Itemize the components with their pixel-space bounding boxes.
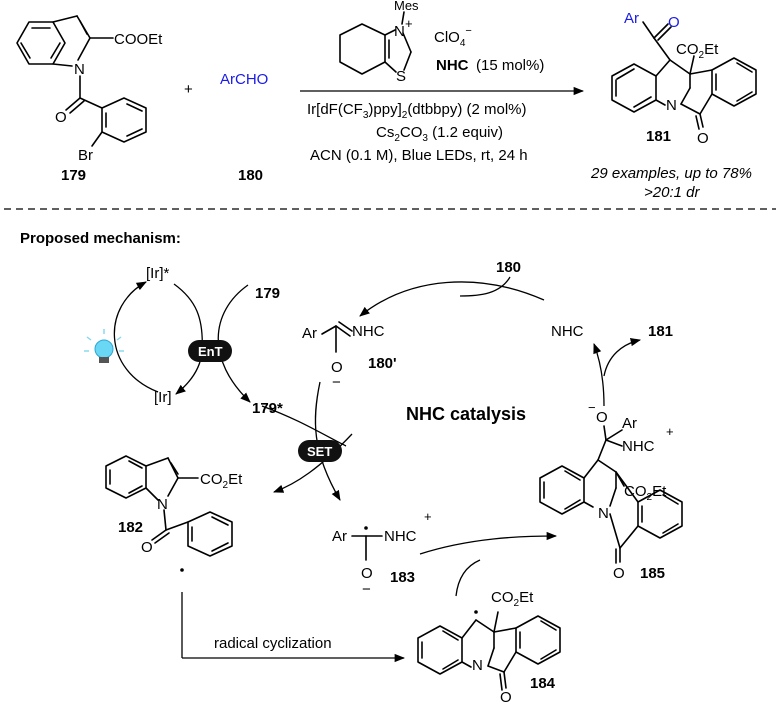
breslow-oxygen: O bbox=[331, 359, 343, 376]
cyclized-radical-184-oxygen: O bbox=[500, 689, 512, 704]
result-diastereoselectivity: >20:1 dr bbox=[644, 184, 700, 201]
adduct-185-label: 185 bbox=[640, 565, 665, 582]
condition-photocatalyst: Ir[dF(CF3)ppy]2(dtbbpy) (2 mol%) bbox=[307, 101, 527, 121]
nhc-catalysis-label: NHC catalysis bbox=[406, 404, 526, 424]
radical-183-nhc: NHC bbox=[384, 528, 417, 545]
result-examples-yield: 29 examples, up to 78% bbox=[590, 165, 752, 182]
breslow-nhc: NHC bbox=[352, 323, 385, 340]
aldehyde-entry-curve bbox=[459, 276, 511, 297]
radical-coupling-arc bbox=[419, 531, 558, 555]
adduct-185-oxygen-lactam: O bbox=[613, 565, 625, 582]
nhc-bold-label: NHC bbox=[436, 57, 469, 74]
adduct-185-nitrogen: N bbox=[598, 505, 609, 522]
free-nhc-label: NHC bbox=[551, 323, 584, 340]
breslow-minus: − bbox=[332, 374, 341, 391]
breslow-label: 180' bbox=[368, 355, 397, 372]
radical-183-label: 183 bbox=[390, 569, 415, 586]
cyclized-radical-184-nitrogen: N bbox=[472, 657, 483, 674]
nhc-plus-charge: + bbox=[405, 16, 413, 31]
ent-pill bbox=[188, 340, 232, 362]
mechanism-heading: Proposed mechanism: bbox=[20, 230, 181, 247]
aryl-radical-182-nitrogen: N bbox=[157, 496, 168, 513]
ir-ground-label: [Ir] bbox=[154, 389, 172, 406]
breslow-formation-arc bbox=[359, 281, 545, 317]
ir-excited-label: [Ir]* bbox=[146, 265, 169, 282]
cyclized-radical-184-ester: CO2Et bbox=[491, 589, 534, 609]
adduct-185-aryl: Ar bbox=[622, 415, 637, 432]
compound-179-structure bbox=[16, 15, 147, 147]
nhc-nitrogen: N bbox=[394, 23, 405, 40]
adduct-185-plus: + bbox=[666, 424, 674, 439]
radical-183-structure bbox=[351, 526, 383, 561]
compound-179-ester: COOEt bbox=[114, 31, 163, 48]
aryl-radical-182-oxygen: O bbox=[141, 539, 153, 556]
ir-deactivation-arc bbox=[173, 283, 203, 395]
condition-base: Cs2CO3 (1.2 equiv) bbox=[376, 124, 503, 144]
substrate-179-label: 179 bbox=[255, 285, 280, 302]
product-181-nitrogen: N bbox=[666, 97, 677, 114]
nhc-precatalyst-structure bbox=[339, 11, 412, 75]
cyclized-radical-entry-curve bbox=[455, 559, 481, 597]
set-pill bbox=[298, 440, 342, 462]
lightbulb-icon bbox=[84, 329, 124, 363]
compound-179-bromine: Br bbox=[78, 147, 93, 164]
radical-183-aryl: Ar bbox=[332, 528, 347, 545]
condition-solvent-light: ACN (0.1 M), Blue LEDs, rt, 24 h bbox=[310, 147, 528, 164]
product-181-carbonyl-oxygen: O bbox=[668, 14, 680, 31]
set-pill-label: SET bbox=[307, 444, 332, 459]
breslow-to-radical-arc bbox=[314, 381, 341, 501]
substrate-activation-arc bbox=[217, 284, 251, 403]
product-181-lactam-oxygen: O bbox=[697, 130, 709, 147]
adduct-185-ester: CO2Et bbox=[624, 483, 667, 503]
breslow-aryl: Ar bbox=[302, 325, 317, 342]
excited-to-set-curve bbox=[261, 405, 347, 447]
breslow-180prime-structure bbox=[321, 321, 353, 353]
radical-183-oxygen: O bbox=[361, 565, 373, 582]
compound-179-label: 179 bbox=[61, 167, 86, 184]
photoexcitation-arc bbox=[113, 281, 159, 393]
aryl-radical-182-ester: CO2Et bbox=[200, 471, 243, 491]
ent-pill-label: EnT bbox=[198, 344, 223, 359]
product-181-mechanism-label: 181 bbox=[648, 323, 673, 340]
compound-179-oxygen: O bbox=[55, 109, 67, 126]
plus-sign: + bbox=[184, 81, 193, 98]
adduct-185-minus: − bbox=[588, 400, 596, 415]
compound-179-nitrogen: N bbox=[74, 61, 85, 78]
aldehyde-180-label: 180 bbox=[496, 259, 521, 276]
radical-183-minus: − bbox=[362, 581, 371, 598]
radical-183-plus: + bbox=[424, 509, 432, 524]
adduct-185-nhc: NHC bbox=[622, 438, 655, 455]
radical-cyclization-label: radical cyclization bbox=[214, 635, 332, 652]
release-nhc-arrow bbox=[593, 343, 605, 407]
product-181-ester: CO2Et bbox=[676, 41, 719, 61]
cyclized-radical-184-structure bbox=[417, 610, 561, 691]
nhc-mes-label: Mes bbox=[394, 0, 419, 13]
adduct-185-structure bbox=[539, 425, 683, 564]
product-release-arrow bbox=[603, 337, 642, 377]
product-181-aroyl: Ar bbox=[624, 10, 639, 27]
aryl-radical-182-label: 182 bbox=[118, 519, 143, 536]
nhc-counterion: ClO4− bbox=[434, 25, 472, 49]
product-181-structure bbox=[611, 21, 757, 130]
product-181-label: 181 bbox=[646, 128, 671, 145]
nhc-sulfur: S bbox=[396, 68, 406, 85]
cyclized-radical-184-label: 184 bbox=[530, 675, 556, 692]
nhc-loading: (15 mol%) bbox=[476, 57, 544, 74]
reagent-180-formula: ArCHO bbox=[220, 71, 268, 88]
reagent-180-label: 180 bbox=[238, 167, 263, 184]
aryl-radical-182-structure bbox=[105, 455, 233, 572]
adduct-185-oxygen: O bbox=[596, 409, 608, 426]
